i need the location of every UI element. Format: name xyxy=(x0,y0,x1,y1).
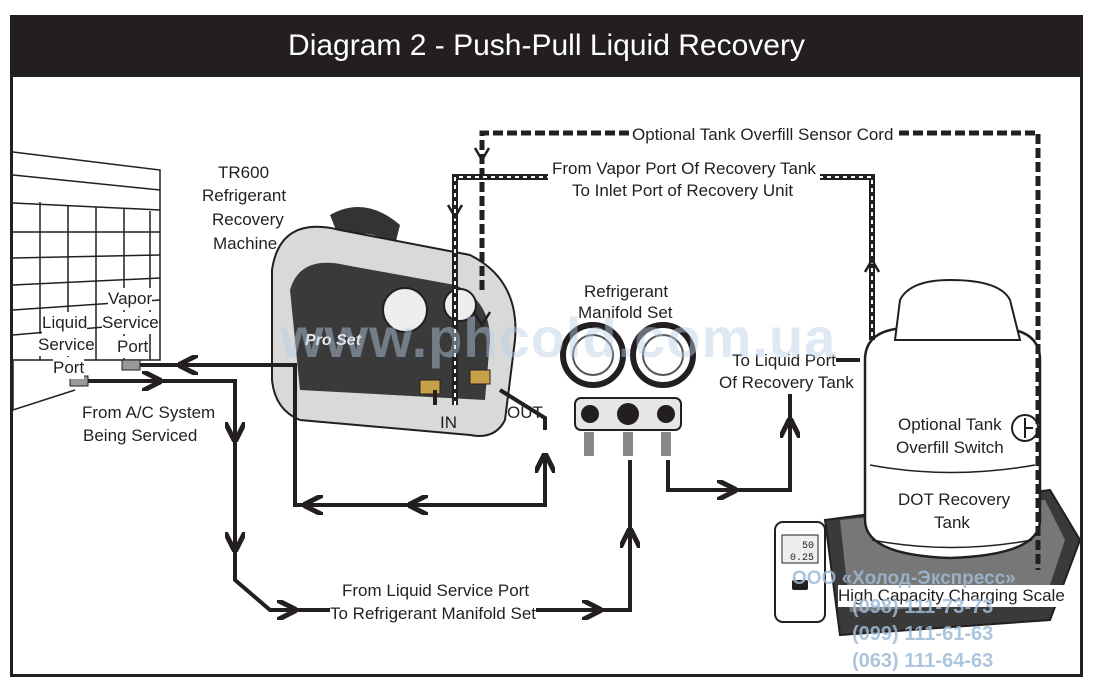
scale-reading-top: 50 xyxy=(802,541,814,552)
vapor-port-title: Vapor xyxy=(108,288,153,310)
dot-tank-label-1: DOT Recovery xyxy=(898,490,1011,509)
liquid-port-tank-label-1: To Liquid Port xyxy=(732,350,836,372)
watermark-phone-1: (098) 111-73-73 xyxy=(852,596,994,618)
scale-display-icon: 50 0.25 xyxy=(774,521,826,623)
scale-label: High Capacity Charging Scale xyxy=(838,585,1065,607)
vapor-line-arrow-2 xyxy=(863,257,881,273)
watermark-phone-2: (099) 111-61-63 xyxy=(852,623,994,645)
vapor-line-arrow xyxy=(446,204,464,220)
liquid-service-label: Service xyxy=(38,334,95,356)
vapor-port-label-2: To Inlet Port of Recovery Unit xyxy=(568,180,798,202)
from-ac-label-1: From A/C System xyxy=(82,403,216,422)
recovery-tank-icon xyxy=(863,278,1042,560)
dot-tank-label-2: Tank xyxy=(934,513,970,532)
overfill-switch-label-1: Optional Tank xyxy=(898,415,1002,434)
scale-reading-bottom: 0.25 xyxy=(790,553,814,564)
vapor-port-label-1: From Vapor Port Of Recovery Tank xyxy=(548,158,820,180)
vapor-service-label: Service xyxy=(102,312,159,334)
machine-label-recovery: Recovery xyxy=(212,210,284,229)
watermark-site: www.phcold.com.ua xyxy=(280,306,837,369)
liquid-port-label: Port xyxy=(53,357,85,379)
diagram-title: Diagram 2 - Push-Pull Liquid Recovery xyxy=(288,29,805,62)
from-liquid-label-1: From Liquid Service Port xyxy=(342,581,530,600)
manifold-label-2: Manifold Set xyxy=(578,303,673,322)
watermark-company: ООО «Холод-Экспресс» xyxy=(792,568,1016,589)
liquid-port-title: Liquid xyxy=(42,312,88,334)
watermark-phone-3: (063) 111-64-63 xyxy=(852,650,994,672)
machine-model-label: TR600 xyxy=(218,163,270,182)
title-bar xyxy=(10,15,1083,77)
out-port-label: OUT xyxy=(507,403,543,422)
in-port-label: IN xyxy=(440,413,457,432)
overfill-switch-label-2: Overfill Switch xyxy=(896,438,1004,457)
vapor-service-port-icon xyxy=(121,359,141,371)
vapor-port-label: Port xyxy=(117,336,149,358)
liquid-port-tank-label-2: Of Recovery Tank xyxy=(719,372,854,394)
manifold-set-icon xyxy=(560,322,696,456)
ac-unit xyxy=(12,151,161,412)
machine-label-refrigerant: Refrigerant xyxy=(202,186,287,205)
sensor-cord-arrow-2 xyxy=(472,311,492,328)
manifold-label-1: Refrigerant xyxy=(584,282,669,301)
from-liquid-label-2: To Refrigerant Manifold Set xyxy=(330,603,536,625)
machine-label-machine: Machine xyxy=(213,234,278,253)
machine-brand: Pro Set xyxy=(305,332,362,349)
from-ac-label-2: Being Serviced xyxy=(83,426,198,445)
sensor-cord-arrow xyxy=(473,147,491,163)
sensor-cord-label: Optional Tank Overfill Sensor Cord xyxy=(630,124,896,146)
